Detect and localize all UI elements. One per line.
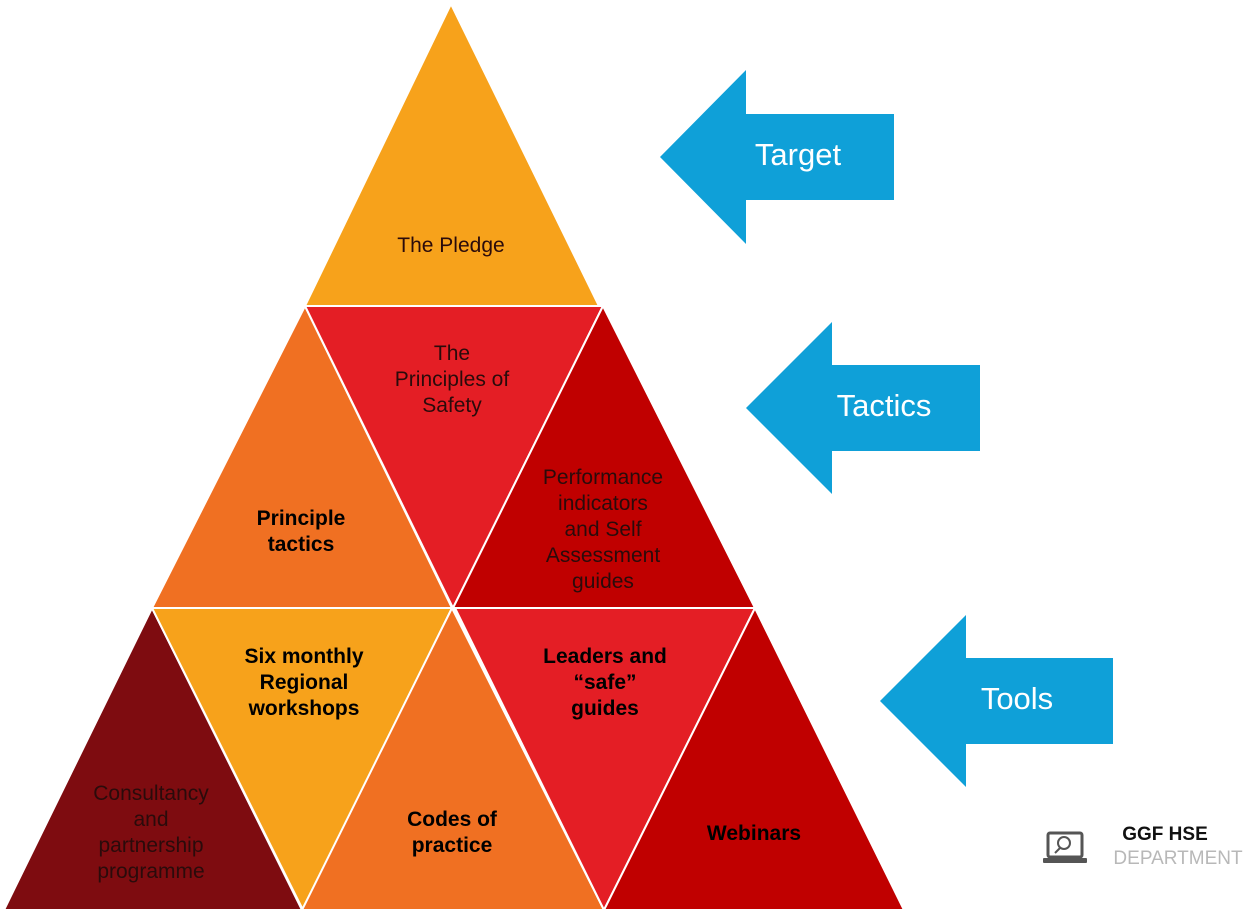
triangle-label: Leaders and “safe” guides xyxy=(543,645,667,720)
triangle-label-line: Six monthly xyxy=(244,645,363,668)
triangle-label-line: Safety xyxy=(422,394,482,417)
triangle-label-line: Webinars xyxy=(707,822,801,845)
triangle-label: The Pledge xyxy=(397,234,504,257)
triangle-label: Consultancy and partnership programme xyxy=(93,782,209,883)
logo: GGF HSE DEPARTMENT xyxy=(1043,824,1243,869)
triangle-label-line: workshops xyxy=(248,697,360,720)
triangle-label: Codes of practice xyxy=(407,808,498,857)
laptop-search-icon xyxy=(1043,831,1087,863)
arrow-label: Target xyxy=(755,137,842,172)
triangle-label-line: Leaders and xyxy=(543,645,667,668)
arrow-target: Target xyxy=(660,70,894,244)
triangle-label-line: guides xyxy=(572,570,634,593)
arrow-tactics: Tactics xyxy=(746,322,980,494)
triangle-consultancy: Consultancy and partnership programme xyxy=(3,607,303,911)
logo-title: GGF HSE xyxy=(1122,824,1208,845)
triangle-label: Webinars xyxy=(707,822,801,845)
triangle-shape xyxy=(304,3,600,307)
triangle-label-line: programme xyxy=(97,860,204,883)
left-arrow-shape xyxy=(746,322,980,494)
triangle-label-line: The xyxy=(434,342,470,365)
triangle-pledge: The Pledge xyxy=(304,3,600,307)
arrow-label: Tools xyxy=(981,681,1053,716)
triangle-label-line: indicators xyxy=(558,492,648,515)
arrow-tools: Tools xyxy=(880,615,1113,787)
triangle-webinars: Webinars xyxy=(603,607,905,911)
triangle-shape xyxy=(603,607,905,911)
triangle-label-line: and Self xyxy=(564,518,641,541)
triangle-label-line: “safe” xyxy=(573,671,636,694)
triangle-codes-of-practice: Codes of practice xyxy=(301,607,605,911)
triangle-label-line: tactics xyxy=(268,533,335,556)
left-arrow-shape xyxy=(880,615,1113,787)
triangle-label-line: guides xyxy=(571,697,639,720)
triangle-label-line: and xyxy=(133,808,168,831)
triangle-label-line: Principle xyxy=(257,507,346,530)
triangle-label-line: The Pledge xyxy=(397,234,504,257)
triangle-label-line: practice xyxy=(412,834,493,857)
triangle-leaders-safe-guides: Leaders and “safe” guides xyxy=(454,607,756,911)
triangle-label-line: Regional xyxy=(260,671,349,694)
triangle-label-line: Consultancy xyxy=(93,782,209,805)
triangle-label: Principle tactics xyxy=(257,507,346,556)
left-arrow-shape xyxy=(660,70,894,244)
logo-subtitle: DEPARTMENT xyxy=(1113,848,1243,869)
triangle-label-line: Principles of xyxy=(395,368,510,391)
triangle-label-line: Codes of xyxy=(407,808,498,831)
arrow-label: Tactics xyxy=(837,388,932,423)
triangle-label-line: Performance xyxy=(543,466,663,489)
triangle-label-line: partnership xyxy=(98,834,203,857)
triangle-label-line: Assessment xyxy=(546,544,661,567)
triangle-shape xyxy=(301,607,605,911)
